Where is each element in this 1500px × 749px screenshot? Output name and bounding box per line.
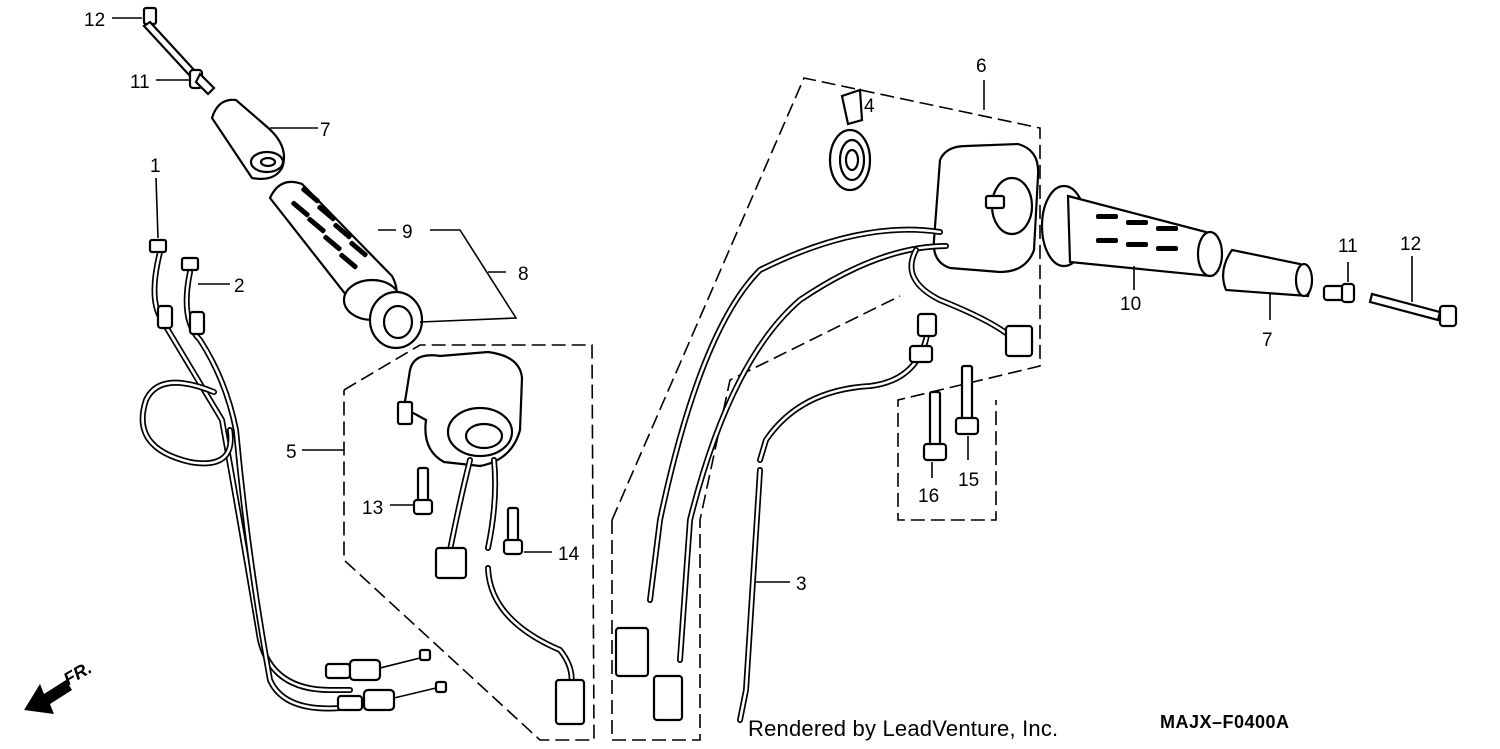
callout-15: 15 [958,470,979,491]
screw-16 [922,390,948,478]
collar-11-right [1322,262,1356,304]
collar-11-left [156,68,216,96]
right-switch-6 [611,77,1041,741]
front-arrow-icon [24,680,72,714]
callout-16: 16 [918,486,939,507]
render-credit: Rendered by LeadVenture, Inc. [748,716,1059,741]
callout-bracket-8 [419,229,518,323]
screw-15 [954,364,980,460]
spring-4 [828,88,872,192]
callout-7-right: 7 [1262,330,1273,351]
callout-1: 1 [150,156,161,177]
screw-14 [502,506,552,556]
callout-12-right: 12 [1400,234,1421,255]
callout-14: 14 [558,544,580,565]
grip-10 [1040,184,1224,290]
bolt-12-left [112,6,198,78]
callout-4: 4 [864,96,875,117]
callout-12-left: 12 [84,10,105,31]
callout-2: 2 [234,276,245,297]
callout-3: 3 [796,574,807,595]
diagram-code: MAJX–F0400A [1160,712,1290,732]
bar-end-weight-7-right [1221,248,1314,320]
screw-13 [390,466,434,516]
left-switch-5 [302,344,595,741]
callout-11-left: 11 [130,72,150,93]
callout-13: 13 [362,498,383,519]
bolt-12-right [1368,256,1458,328]
cable-3 [737,312,938,723]
callout-7-left: 7 [320,120,331,141]
callout-6: 6 [976,56,987,77]
throttle-grip-9 [268,180,424,350]
bar-end-weight-7-left [210,98,318,180]
callout-11-right: 11 [1338,236,1358,257]
callout-5: 5 [286,442,297,463]
callout-10: 10 [1120,294,1141,315]
callout-9: 9 [402,222,413,243]
throttle-cables-1-2 [139,177,448,712]
callout-8: 8 [518,264,529,285]
